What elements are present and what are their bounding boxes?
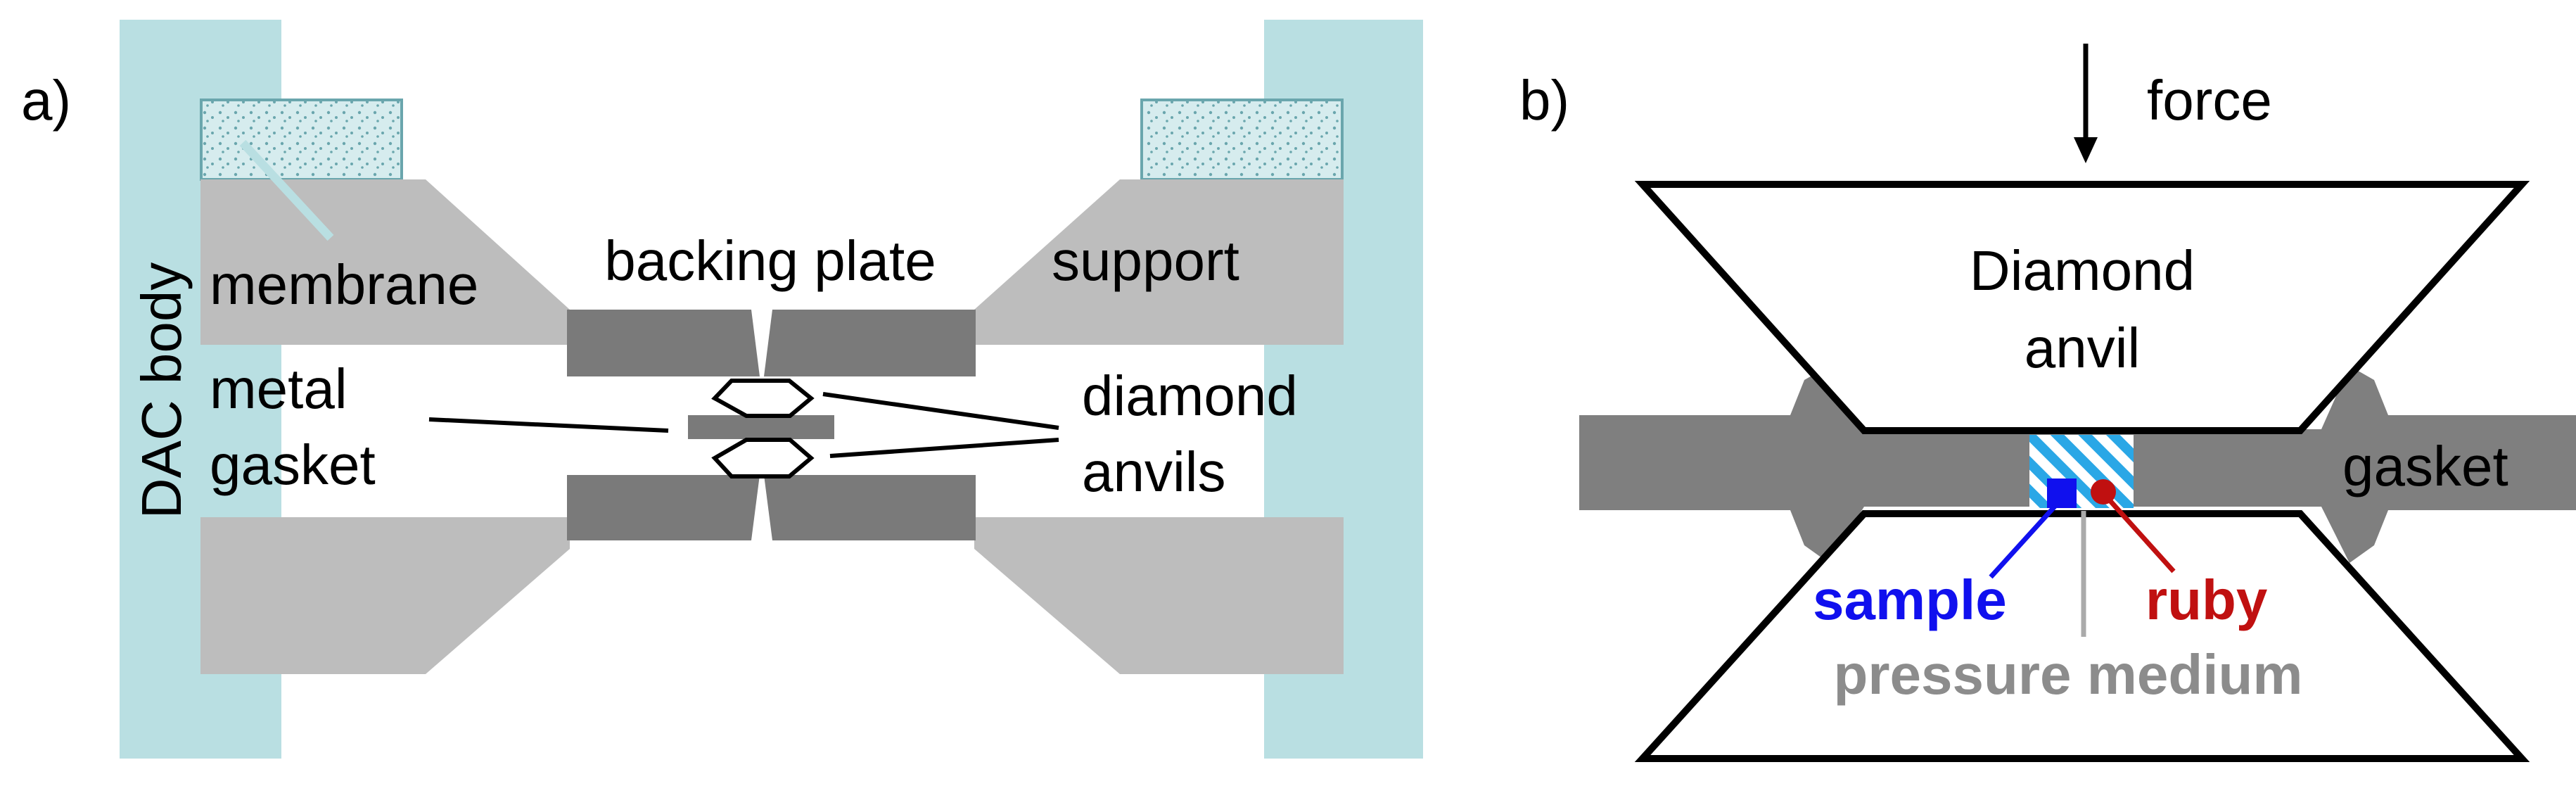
sample-leader — [1989, 499, 2062, 579]
panel-a: a) DAC body membrane backing plate suppo… — [21, 20, 1423, 759]
gasket-leader — [428, 417, 669, 433]
backing-plate-top-left — [567, 310, 760, 376]
diamond-anvil-upper — [1634, 181, 2530, 434]
diamond-anvil-top — [711, 379, 815, 418]
label-diamond: Diamond — [1970, 239, 2195, 302]
label-backing-plate: backing plate — [604, 229, 936, 292]
label-gasket: gasket — [2342, 435, 2508, 497]
anvil-leader-bottom — [829, 438, 1059, 458]
label-membrane: membrane — [210, 253, 478, 316]
label-metal: metal — [210, 357, 347, 420]
backing-plate-bottom-left — [567, 475, 760, 540]
membrane-right — [1140, 99, 1344, 181]
label-anvil: anvil — [2025, 317, 2141, 379]
label-pressure-medium: pressure medium — [1834, 643, 2303, 706]
diamond-anvil-bottom — [711, 438, 815, 478]
backing-plate-top-right — [764, 310, 976, 376]
sample-square — [2047, 478, 2077, 508]
ruby-leader — [2108, 499, 2176, 573]
label-ruby: ruby — [2145, 569, 2268, 631]
membrane-leader — [239, 139, 334, 241]
label-dac-body: DAC body — [130, 262, 193, 519]
label-force: force — [2147, 69, 2272, 132]
label-support: support — [1052, 229, 1239, 292]
label-sample: sample — [1813, 569, 2007, 631]
support-top-left — [200, 179, 570, 345]
backing-plate-bottom-right — [764, 475, 976, 540]
label-gasket: gasket — [210, 433, 376, 496]
metal-gasket — [688, 415, 834, 439]
support-top-right — [974, 179, 1344, 345]
panel-a-label: a) — [21, 69, 71, 132]
label-anvils: anvils — [1082, 440, 1226, 503]
ruby-dot — [2091, 479, 2116, 505]
force-arrow-head — [2074, 137, 2098, 163]
label-diamond: diamond — [1082, 365, 1298, 427]
membrane-left — [200, 99, 403, 181]
support-bottom-left — [200, 517, 570, 674]
support-bottom-right — [974, 517, 1344, 674]
anvil-leader-top — [822, 392, 1059, 430]
pressure-medium-chamber — [2029, 435, 2134, 508]
panel-b-label: b) — [1519, 69, 1569, 132]
panel-b: b) force Diamond anvil gasket sample rub… — [1519, 44, 2576, 762]
